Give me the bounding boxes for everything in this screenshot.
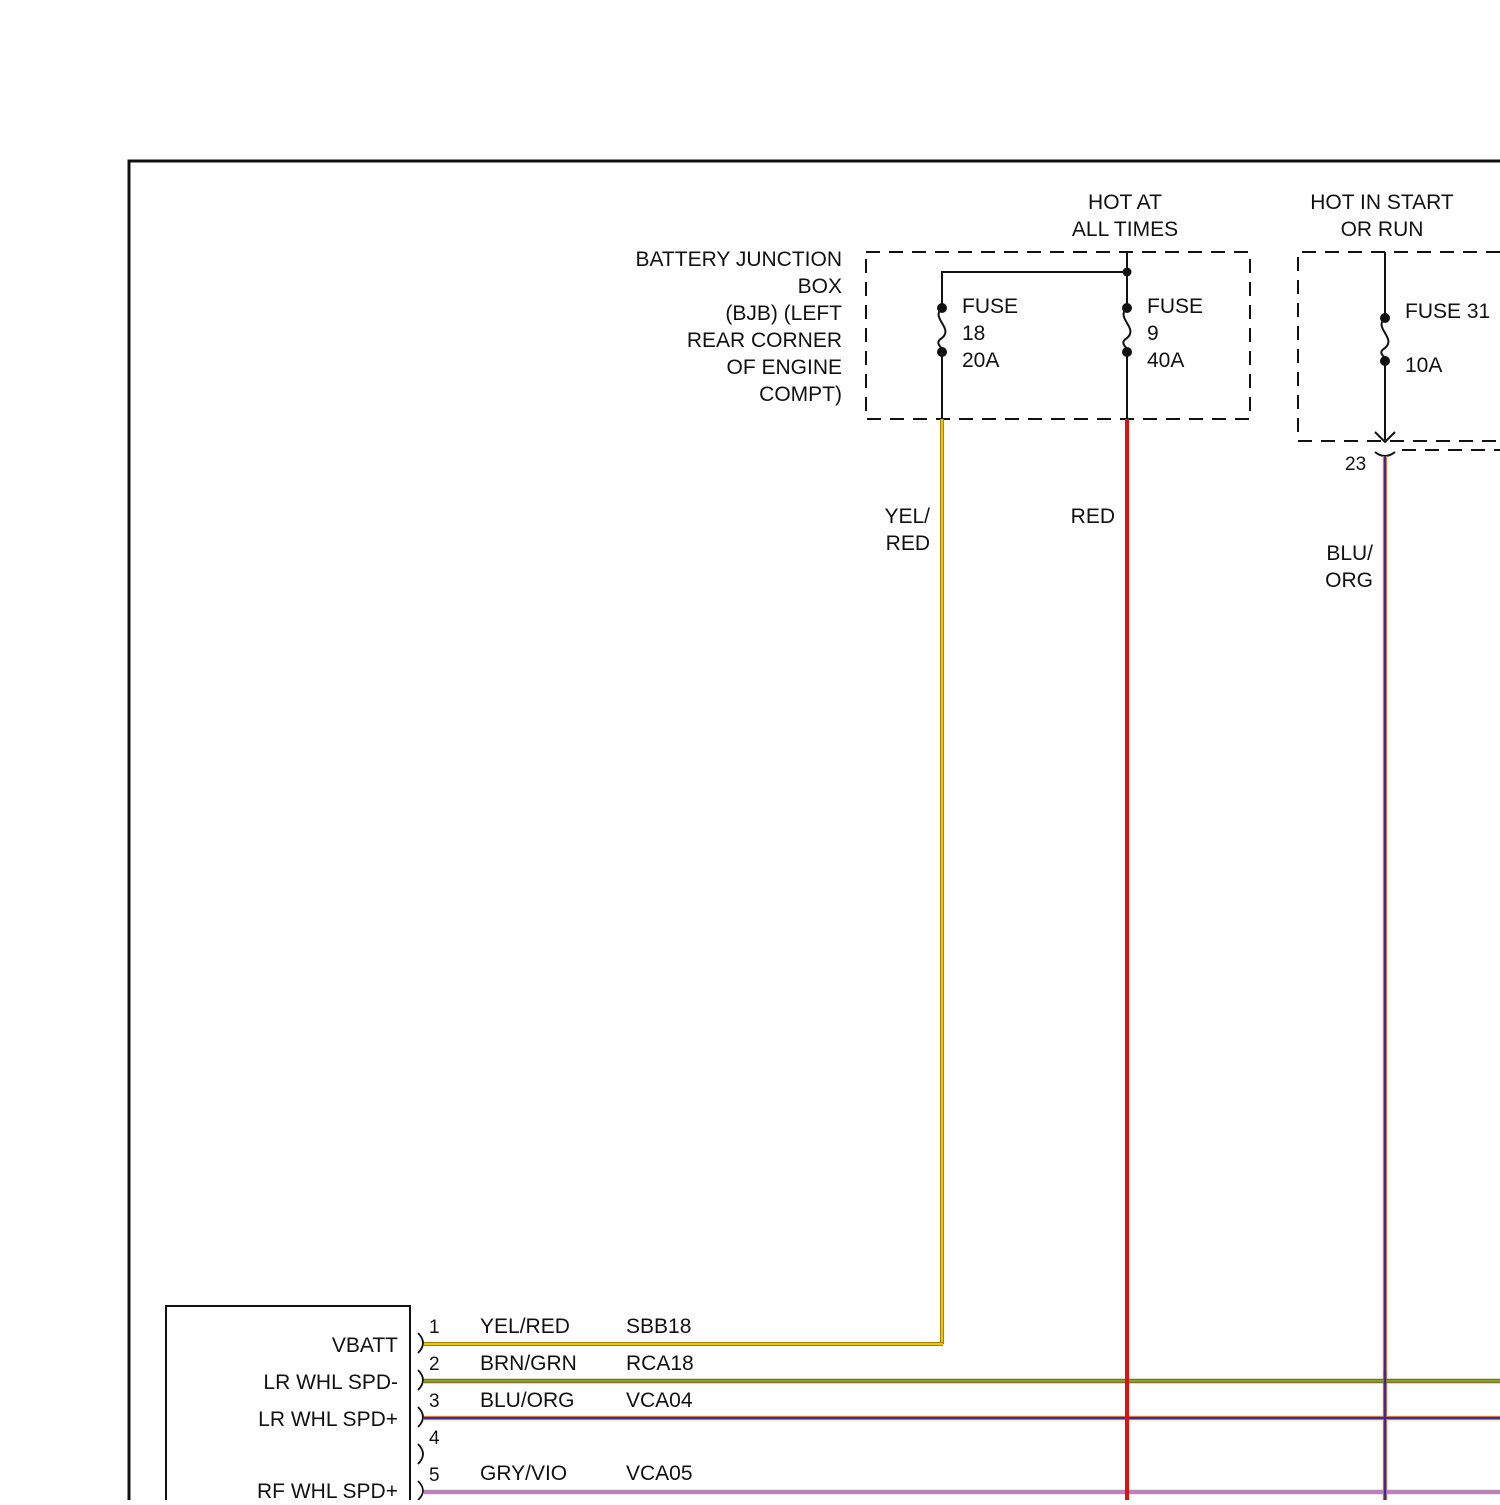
bjb-name-line: COMPT): [560, 381, 842, 408]
fuse-label-line: FUSE: [1147, 293, 1203, 320]
fuse-31-label: FUSE 31: [1405, 298, 1490, 325]
pin-3-circuit: VCA04: [626, 1387, 693, 1414]
fuse-label-line: 20A: [962, 347, 1018, 374]
wire-color-label-blu-org: BLU/ ORG: [1290, 540, 1373, 594]
module-pin-3: 3: [429, 1388, 440, 1415]
fuse-label-line: 18: [962, 320, 1018, 347]
module-signal-rf-whl-spd-pos: RF WHL SPD+: [180, 1478, 398, 1505]
wire-color-label-yel-red: YEL/ RED: [850, 503, 930, 557]
hot-label-line: HOT IN START: [1292, 189, 1472, 216]
module-connector-brackets: [418, 1333, 423, 1500]
hot-label-line: OR RUN: [1292, 216, 1472, 243]
pin-2-wire-color: BRN/GRN: [480, 1350, 577, 1377]
wire-color-label-red: RED: [1040, 503, 1115, 530]
bjb-name-line: OF ENGINE: [560, 354, 842, 381]
fuse-9-label: FUSE 9 40A: [1147, 293, 1203, 374]
fuse-label-line: FUSE: [962, 293, 1018, 320]
bjb-name-label: BATTERY JUNCTION BOX (BJB) (LEFT REAR CO…: [560, 246, 842, 408]
bjb-name-line: (BJB) (LEFT: [560, 300, 842, 327]
bjb-name-line: REAR CORNER: [560, 327, 842, 354]
module-signal-lr-whl-spd-neg: LR WHL SPD-: [180, 1369, 398, 1396]
module-pin-4: 4: [429, 1425, 440, 1452]
pin-5-circuit: VCA05: [626, 1460, 693, 1487]
pin-5-wire-color: GRY/VIO: [480, 1460, 567, 1487]
bjb-name-line: BOX: [560, 273, 842, 300]
pin-1-wire-color: YEL/RED: [480, 1313, 570, 1340]
module-signal-lr-whl-spd-pos: LR WHL SPD+: [180, 1406, 398, 1433]
module-pin-2: 2: [429, 1351, 440, 1378]
pin-1-circuit: SBB18: [626, 1313, 691, 1340]
fuse-31-rating: 10A: [1405, 352, 1442, 379]
hot-label-line: HOT AT: [1040, 189, 1210, 216]
hot-at-all-times-label: HOT AT ALL TIMES: [1040, 189, 1210, 243]
fuse-label-line: 9: [1147, 320, 1203, 347]
hot-label-line: ALL TIMES: [1040, 216, 1210, 243]
fuse-label-line: 40A: [1147, 347, 1203, 374]
pin-2-circuit: RCA18: [626, 1350, 694, 1377]
wire-color-line: ORG: [1290, 567, 1373, 594]
fuse-9-symbol: [1122, 303, 1132, 419]
module-signal-vbatt: VBATT: [180, 1332, 398, 1359]
bjb-bus-node: [1123, 268, 1132, 277]
wire-color-line: RED: [850, 530, 930, 557]
bjb-name-line: BATTERY JUNCTION: [560, 246, 842, 273]
fuse-18-label: FUSE 18 20A: [962, 293, 1018, 374]
module-pin-1: 1: [429, 1314, 440, 1341]
start-run-box: [1298, 252, 1500, 441]
wire-color-line: YEL/: [850, 503, 930, 530]
connector-pin-23: 23: [1345, 451, 1366, 478]
wire-color-line: BLU/: [1290, 540, 1373, 567]
fuse-18-symbol: [937, 303, 947, 419]
wire-color-line: RED: [1040, 503, 1115, 530]
module-pin-5: 5: [429, 1462, 440, 1489]
hot-in-start-or-run-label: HOT IN START OR RUN: [1292, 189, 1472, 243]
fuse-31-symbol: [1380, 252, 1390, 440]
pin-3-wire-color: BLU/ORG: [480, 1387, 575, 1414]
